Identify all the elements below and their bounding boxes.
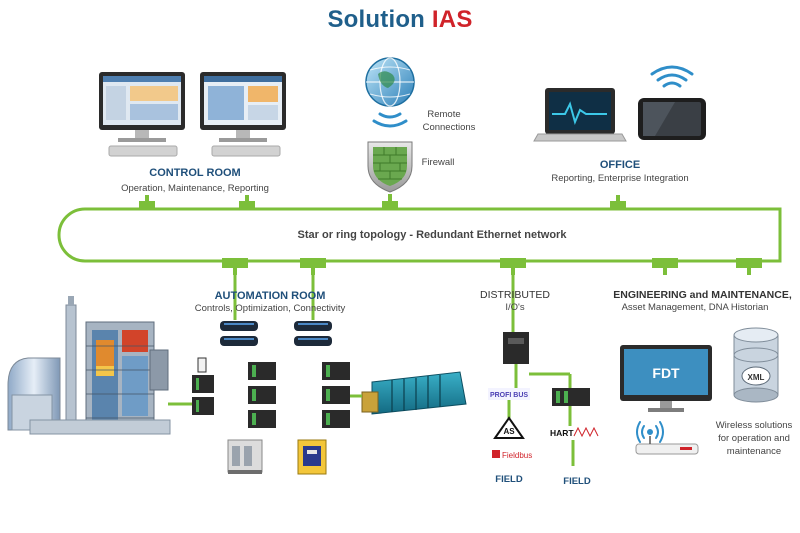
io-rack-1-icon bbox=[248, 362, 276, 428]
asi-label: AS bbox=[503, 427, 515, 436]
xml-database-icon bbox=[733, 327, 779, 403]
firewall-label: Firewall bbox=[421, 157, 455, 168]
io-rack-2-icon bbox=[322, 362, 350, 428]
engineering-subtitle: Asset Management, DNA Historian bbox=[621, 302, 769, 313]
office-title: OFFICE bbox=[599, 159, 641, 171]
distributed-io-controller-icon bbox=[503, 332, 529, 364]
profibus-icon bbox=[488, 388, 530, 400]
wireless-signal-icon bbox=[636, 421, 664, 443]
controller-1-icon bbox=[220, 321, 258, 346]
distributed-io-rack-icon bbox=[552, 388, 590, 406]
globe-icon bbox=[365, 57, 415, 107]
title-ias: IAS bbox=[431, 6, 473, 33]
fdt-label: FDT bbox=[652, 365, 680, 381]
office-laptop-icon bbox=[533, 88, 627, 142]
power-plant-icon bbox=[7, 296, 171, 435]
wireless-line3: maintenance bbox=[726, 446, 782, 457]
office-subtitle: Reporting, Enterprise Integration bbox=[551, 173, 689, 184]
io-module-left-icon bbox=[192, 357, 214, 415]
office-tablet-icon bbox=[638, 98, 706, 140]
wireless-line1: Wireless solutions bbox=[715, 420, 793, 431]
drive-cabinet-2-icon bbox=[297, 439, 327, 475]
control-room-workstation-2-icon bbox=[200, 72, 286, 157]
drive-cabinet-1-icon bbox=[227, 439, 263, 474]
field-label-2: FIELD bbox=[563, 476, 591, 487]
fieldbus-label: Fieldbus bbox=[502, 451, 532, 460]
fdt-monitor-icon bbox=[620, 345, 712, 412]
remote-label-line1: Remote bbox=[427, 109, 461, 120]
field-label-1: FIELD bbox=[495, 474, 523, 485]
top-connectors bbox=[139, 194, 626, 210]
turbine-icon bbox=[361, 371, 467, 415]
firewall-shield-icon bbox=[367, 141, 413, 193]
title-solution: Solution bbox=[327, 6, 426, 33]
control-room-title: CONTROL ROOM bbox=[149, 167, 241, 179]
automation-room-subtitle: Controls, Optimization, Connectivity bbox=[194, 303, 346, 314]
office-wifi-icon bbox=[650, 65, 694, 88]
controller-2-icon bbox=[294, 321, 332, 346]
ethernet-ring bbox=[57, 207, 782, 263]
bottom-connectors bbox=[222, 258, 762, 275]
wireless-router-icon bbox=[635, 443, 699, 455]
automation-room-title: AUTOMATION ROOM bbox=[214, 290, 326, 302]
remote-label-line2: Connections bbox=[422, 122, 476, 133]
engineering-title: ENGINEERING and MAINTENANCE, bbox=[613, 289, 792, 301]
distributed-line1: DISTRIBUTED bbox=[479, 289, 550, 301]
remote-wifi-icon bbox=[372, 112, 408, 128]
page-title: Solution IAS bbox=[0, 6, 800, 34]
asi-triangle-icon bbox=[493, 416, 525, 439]
profibus-label: PROFI BUS bbox=[490, 392, 528, 399]
xml-label: XML bbox=[748, 373, 765, 382]
distributed-line2: I/O's bbox=[505, 302, 525, 313]
hart-icon bbox=[546, 426, 600, 438]
control-room-subtitle: Operation, Maintenance, Reporting bbox=[121, 183, 269, 194]
control-room-workstation-1-icon bbox=[99, 72, 185, 157]
hart-label: HART bbox=[550, 428, 574, 438]
network-label: Star or ring topology - Redundant Ethern… bbox=[297, 229, 567, 241]
wireless-line2: for operation and bbox=[718, 433, 790, 444]
fieldbus-icon bbox=[492, 450, 500, 458]
